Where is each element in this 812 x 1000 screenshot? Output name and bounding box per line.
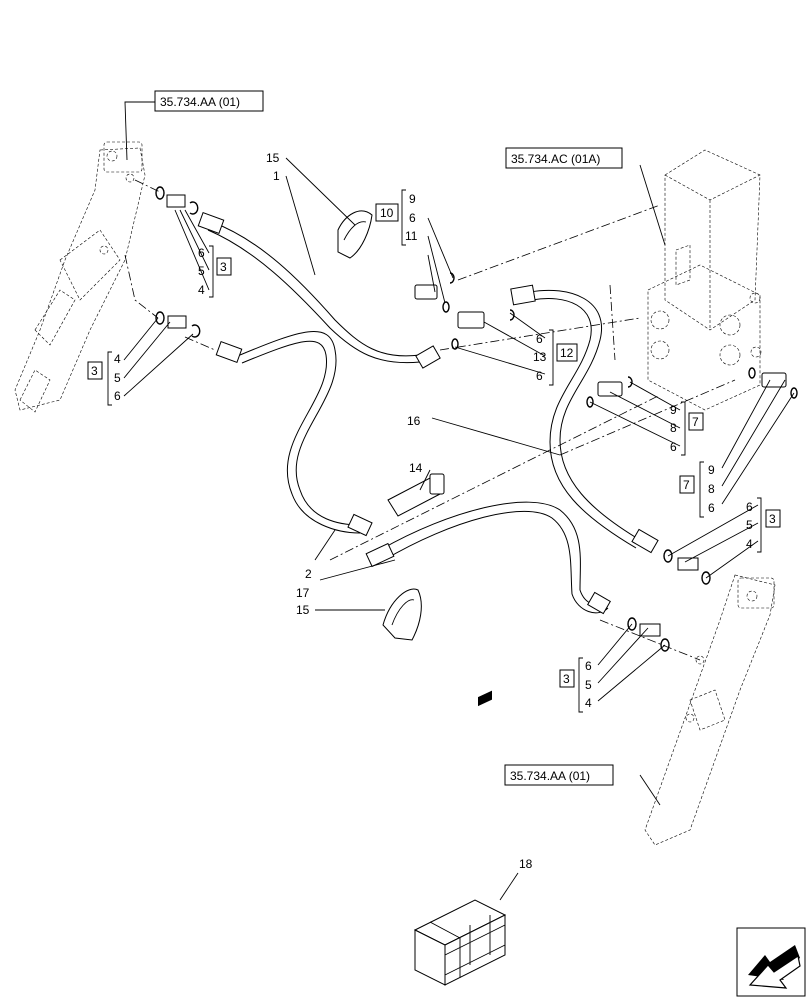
kit-3-b-item-2: 5 (114, 371, 121, 385)
hose-17 (365, 501, 611, 615)
kit-3-a: 6 5 4 3 (198, 245, 232, 298)
kit-7-b-item-2: 8 (708, 482, 715, 496)
kit-3-b: 3 4 5 6 (87, 351, 121, 406)
ref-cylinder-top-left[interactable]: 35.734.AA (01) (154, 90, 264, 112)
crate-icon (413, 690, 507, 986)
kit-7-a: 9 8 6 7 (670, 401, 704, 456)
kit-3-a-item-1: 6 (198, 246, 205, 260)
hose-16 (510, 284, 659, 554)
valve-block (647, 149, 762, 411)
kit-7-a-item-3: 6 (670, 440, 677, 454)
kit-12-item-3: 6 (536, 369, 543, 383)
hose-2 (215, 331, 373, 537)
kit-3-b-item-1: 4 (114, 352, 121, 366)
kit-7-a-item-1: 9 (670, 403, 677, 417)
kit-3-d-item-1: 6 (585, 659, 592, 673)
kit-3-a-item-3: 4 (198, 283, 205, 297)
callout-2: 2 (305, 567, 312, 581)
leader-lines (123, 101, 795, 901)
ref-valve-block-text: 35.734.AC (01A) (511, 152, 600, 166)
kit-10-box[interactable]: 10 (380, 206, 394, 220)
ref-valve-block[interactable]: 35.734.AC (01A) (505, 147, 623, 169)
hose-1 (197, 212, 441, 369)
kit-3-c-item-1: 6 (746, 500, 753, 514)
kit-12-box[interactable]: 12 (560, 346, 574, 360)
kit-3-c: 6 5 4 3 (746, 497, 781, 553)
clip-15-bottom (382, 588, 422, 641)
callout-1: 1 (273, 169, 280, 183)
kit-10-item-2: 6 (409, 211, 416, 225)
kit-3-a-item-2: 5 (198, 264, 205, 278)
kit-3-b-box[interactable]: 3 (91, 364, 98, 378)
kit-7-b-item-3: 6 (708, 501, 715, 515)
callout-17: 17 (296, 586, 310, 600)
callouts: 15 1 16 14 2 17 15 18 (266, 151, 533, 871)
kit-10-item-3: 11 (405, 229, 418, 243)
kit-7-b-box[interactable]: 7 (683, 478, 690, 492)
callout-14: 14 (409, 461, 423, 475)
kit-3-c-box[interactable]: 3 (769, 512, 776, 526)
callout-18: 18 (519, 857, 533, 871)
kit-12-item-2: 13 (533, 350, 547, 364)
kit-3-a-box[interactable]: 3 (220, 260, 227, 274)
ref-cylinder-top-left-text: 35.734.AA (01) (160, 95, 240, 109)
callout-16: 16 (407, 414, 421, 428)
axis-lines (124, 179, 736, 661)
cylinder-right (644, 574, 776, 846)
callout-15-top: 15 (266, 151, 280, 165)
kit-3-d-box[interactable]: 3 (563, 672, 570, 686)
fittings (155, 186, 798, 652)
kit-7-b: 7 9 8 6 (679, 461, 715, 518)
clip-15-top (337, 210, 373, 259)
arrow-nav-icon[interactable] (736, 927, 806, 997)
kit-7-a-item-2: 8 (670, 421, 677, 435)
kit-7-b-item-1: 9 (708, 463, 715, 477)
kit-10-item-1: 9 (409, 192, 416, 206)
ref-cylinder-bottom-right[interactable]: 35.734.AA (01) (504, 764, 614, 786)
kit-3-d-item-3: 4 (585, 696, 592, 710)
callout-15-bottom: 15 (296, 603, 310, 617)
kit-3-d: 3 6 5 4 (559, 657, 592, 713)
ref-cylinder-bottom-right-text: 35.734.AA (01) (510, 769, 590, 783)
kit-3-c-item-3: 4 (746, 537, 753, 551)
kit-3-c-item-2: 5 (746, 518, 753, 532)
kit-7-a-box[interactable]: 7 (692, 415, 699, 429)
kit-10: 10 9 6 11 (375, 189, 418, 246)
kit-3-b-item-3: 6 (114, 389, 121, 403)
kit-12: 6 13 6 12 (533, 329, 578, 386)
kit-12-item-1: 6 (536, 332, 543, 346)
cylinder-left (14, 141, 146, 413)
kit-3-d-item-2: 5 (585, 678, 592, 692)
